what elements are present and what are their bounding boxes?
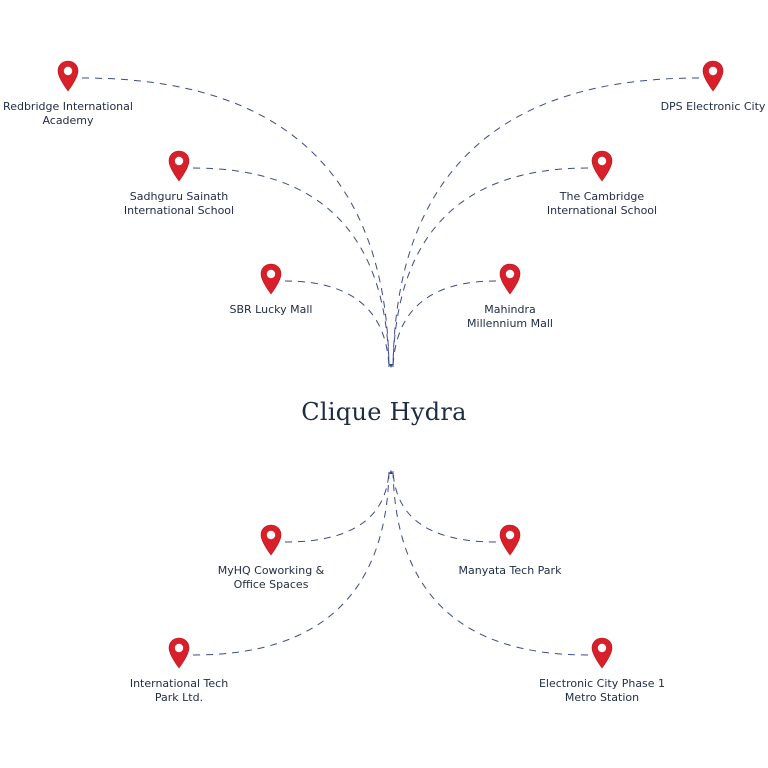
location-label-line: Electronic City Phase 1 — [538, 677, 666, 690]
location-label-line: Academy — [42, 114, 94, 127]
connector-line-myhq — [284, 470, 390, 543]
location-label-line: MyHQ Coworking & — [217, 564, 325, 577]
location-label-dps: DPS Electronic City — [623, 100, 768, 114]
location-label-line: SBR Lucky Mall — [229, 303, 313, 316]
connector-line-dps — [392, 77, 700, 368]
project-title: Clique Hydra — [301, 398, 467, 426]
location-label-line: Mahindra — [484, 303, 536, 316]
location-label-line: Millennium Mall — [467, 317, 553, 330]
connector-line-redbridge — [81, 77, 390, 368]
map-pin-icon[interactable] — [499, 263, 521, 295]
location-label-myhq: MyHQ Coworking &Office Spaces — [181, 564, 361, 592]
map-pin-icon[interactable] — [702, 60, 724, 92]
arrow-down-icon — [389, 364, 393, 368]
location-label-line: Manyata Tech Park — [458, 564, 562, 577]
connector-line-ecity-metro — [392, 470, 589, 656]
location-label-line: Metro Station — [564, 691, 640, 704]
connector-line-itpl — [192, 470, 390, 656]
map-pin-icon[interactable] — [168, 150, 190, 182]
location-label-line: Sadhguru Sainath — [129, 190, 229, 203]
map-pin-icon[interactable] — [260, 263, 282, 295]
map-pin-icon[interactable] — [260, 524, 282, 556]
map-pin-icon[interactable] — [591, 637, 613, 669]
location-label-line: International School — [123, 204, 235, 217]
location-label-line: The Cambridge — [559, 190, 645, 203]
location-label-line: Park Ltd. — [154, 691, 204, 704]
location-label-line: DPS Electronic City — [660, 100, 766, 113]
connector-line-sadhguru — [192, 167, 390, 368]
location-label-line: International Tech — [129, 677, 229, 690]
connector-line-sbr — [284, 280, 390, 368]
connector-line-manyata — [392, 470, 497, 543]
connector-line-mahindra — [392, 280, 497, 368]
map-pin-icon[interactable] — [499, 524, 521, 556]
location-label-line: Redbridge International — [3, 100, 133, 113]
location-label-line: International School — [546, 204, 658, 217]
map-pin-icon[interactable] — [168, 637, 190, 669]
connector-line-cambridge — [392, 167, 589, 368]
arrow-up-icon — [389, 470, 393, 474]
map-pin-icon[interactable] — [591, 150, 613, 182]
location-label-manyata: Manyata Tech Park — [420, 564, 600, 578]
location-label-line: Office Spaces — [233, 578, 309, 591]
map-pin-icon[interactable] — [57, 60, 79, 92]
location-label-sbr: SBR Lucky Mall — [181, 303, 361, 317]
